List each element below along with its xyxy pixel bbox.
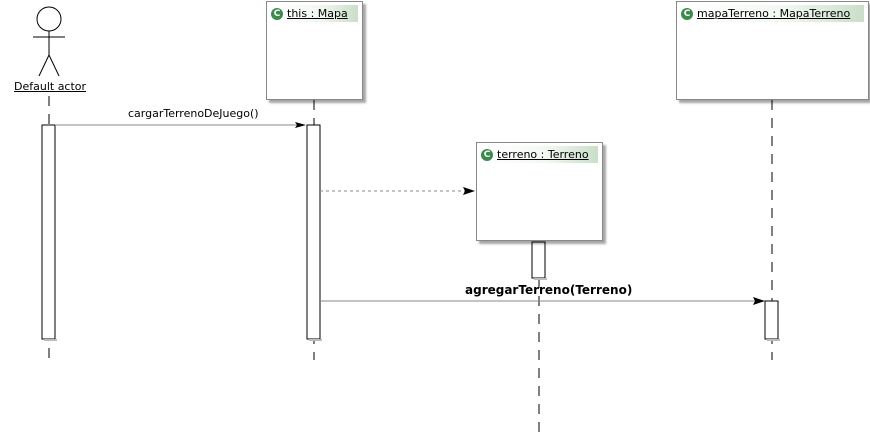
lifeline-box-terreno[interactable]: C terreno : Terreno [476,142,603,241]
actor-icon [33,6,65,77]
mapaterreno-activation-bar [764,300,779,340]
arrowhead-icon [463,187,475,195]
lifeline-name: this : Mapa [287,7,348,20]
class-icon: C [481,148,493,161]
actor-activation-bar [41,124,56,340]
terreno-activation-bar [531,241,546,279]
lifeline-box-mapaterreno[interactable]: C mapaTerreno : MapaTerreno [676,1,869,100]
class-icon: C [681,7,693,20]
mapa-activation-bar [306,124,321,340]
lifeline-name: terreno : Terreno [497,148,589,161]
actor-label: Default actor [14,80,87,93]
lifeline-box-mapa[interactable]: C this : Mapa [266,1,363,100]
lifeline-name: mapaTerreno : MapaTerreno [697,7,851,20]
message-label-cargar: cargarTerrenoDeJuego() [128,107,259,120]
arrowhead-icon [295,122,306,128]
message-label-agregar: agregarTerreno(Terreno) [465,283,633,297]
class-icon: C [271,7,283,20]
arrowhead-icon [753,297,765,305]
